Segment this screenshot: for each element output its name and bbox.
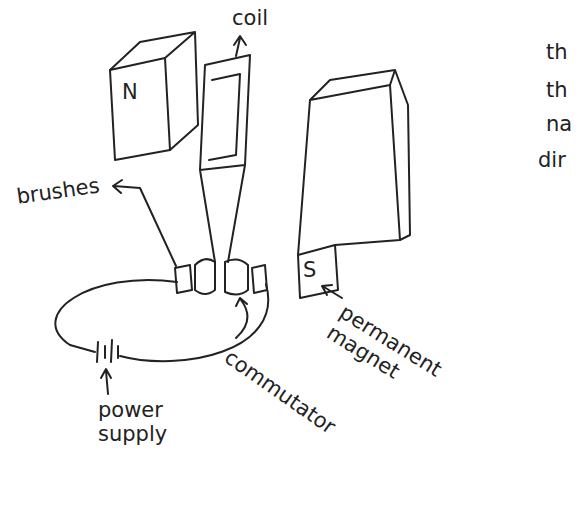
- power-leader: [101, 369, 111, 394]
- magnet-n-front: [110, 58, 170, 160]
- battery-symbol: [97, 340, 118, 362]
- part-label: coil: [232, 6, 268, 30]
- pole-label: S: [303, 258, 316, 282]
- part-label: power supply: [98, 398, 178, 446]
- commutator-half: [225, 260, 248, 295]
- note-text: na: [546, 112, 572, 136]
- wire: [55, 280, 177, 352]
- note-text: th: [546, 78, 568, 102]
- part-label: commutator: [220, 345, 340, 439]
- magnet-s-edges: [298, 70, 410, 255]
- note-text: th: [546, 40, 568, 64]
- pole-label: N: [122, 80, 138, 104]
- brushes-leader: [113, 180, 176, 266]
- note-text: dir: [538, 148, 566, 172]
- magnet-leader: [322, 285, 342, 298]
- magnet-s-front: [298, 245, 338, 298]
- commutator-leader: [236, 298, 247, 338]
- part-label: brushes: [15, 173, 101, 209]
- commutator-half: [195, 259, 215, 294]
- coil-inner: [209, 74, 240, 160]
- wire: [120, 284, 268, 361]
- coil-loop: [200, 55, 250, 262]
- brush: [175, 265, 192, 293]
- magnet-n-edges: [110, 32, 198, 150]
- coil-leader: [234, 36, 246, 56]
- part-label: permanent magnet: [322, 300, 441, 399]
- brush: [252, 265, 267, 293]
